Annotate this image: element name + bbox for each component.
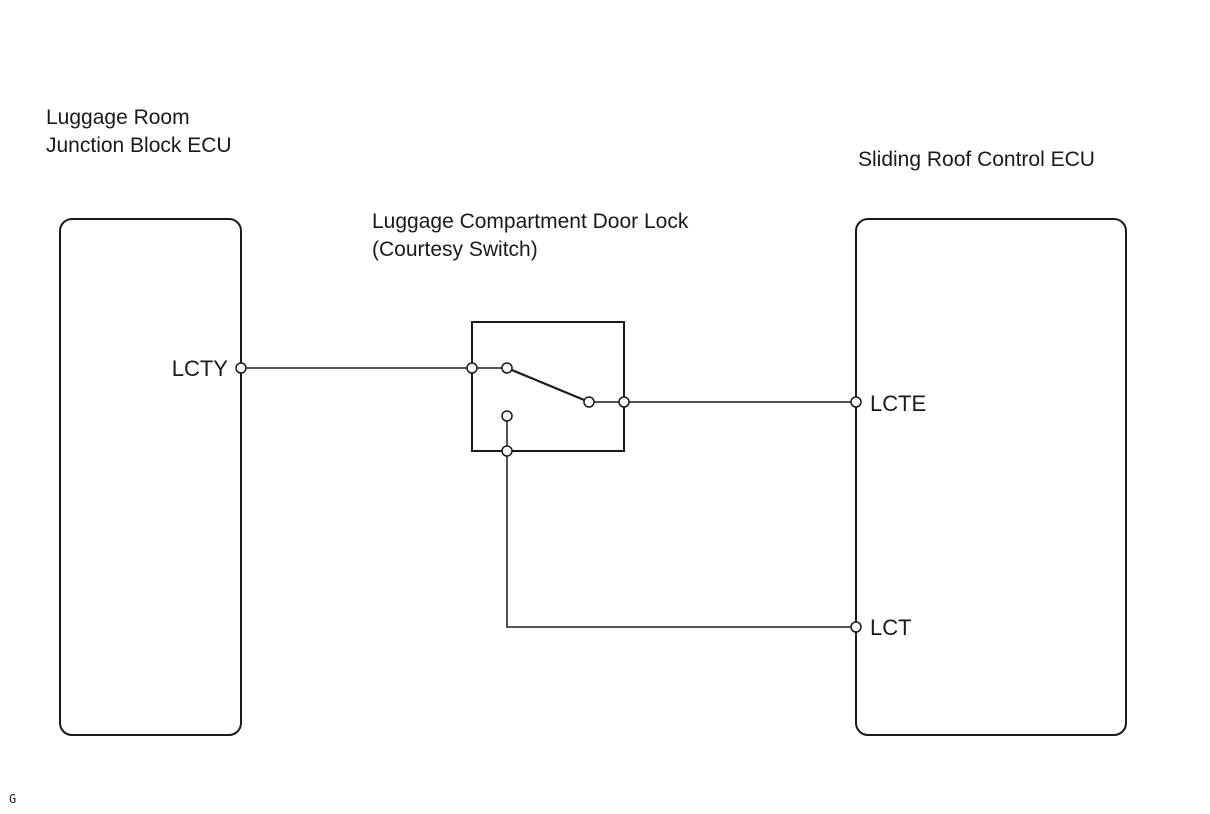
left-ecu-label-line2: Junction Block ECU bbox=[46, 134, 232, 157]
switch-label-line2: (Courtesy Switch) bbox=[372, 238, 538, 261]
switch-open-contact-node bbox=[501, 410, 513, 422]
pin-lcte-label: LCTE bbox=[870, 391, 926, 416]
switch-blade bbox=[506, 366, 590, 404]
footer-mark: G bbox=[9, 792, 16, 806]
wire-switch-to-lct bbox=[506, 451, 856, 628]
luggage-room-junction-block-ecu: Luggage Room Junction Block ECU LCTY bbox=[46, 106, 242, 736]
terminal-switch-out bbox=[618, 396, 630, 408]
sliding-roof-control-ecu: Sliding Roof Control ECU LCTE LCT bbox=[855, 148, 1127, 736]
terminal-switch-in bbox=[466, 362, 478, 374]
terminal-lct bbox=[850, 621, 862, 633]
right-ecu-label: Sliding Roof Control ECU bbox=[858, 148, 1095, 171]
switch-label-line1: Luggage Compartment Door Lock bbox=[372, 210, 689, 233]
left-ecu-label-line1: Luggage Room bbox=[46, 106, 190, 129]
courtesy-switch: Luggage Compartment Door Lock (Courtesy … bbox=[372, 210, 689, 452]
switch-contact-node bbox=[583, 396, 595, 408]
switch-box bbox=[471, 321, 625, 452]
left-ecu-box bbox=[59, 218, 242, 736]
terminal-switch-ground bbox=[501, 445, 513, 457]
switch-pivot-node bbox=[501, 362, 513, 374]
pin-lct-label: LCT bbox=[870, 615, 912, 640]
right-ecu-box bbox=[855, 218, 1127, 736]
terminal-lcty bbox=[235, 362, 247, 374]
terminal-lcte bbox=[850, 396, 862, 408]
pin-lcty-label: LCTY bbox=[172, 356, 229, 381]
